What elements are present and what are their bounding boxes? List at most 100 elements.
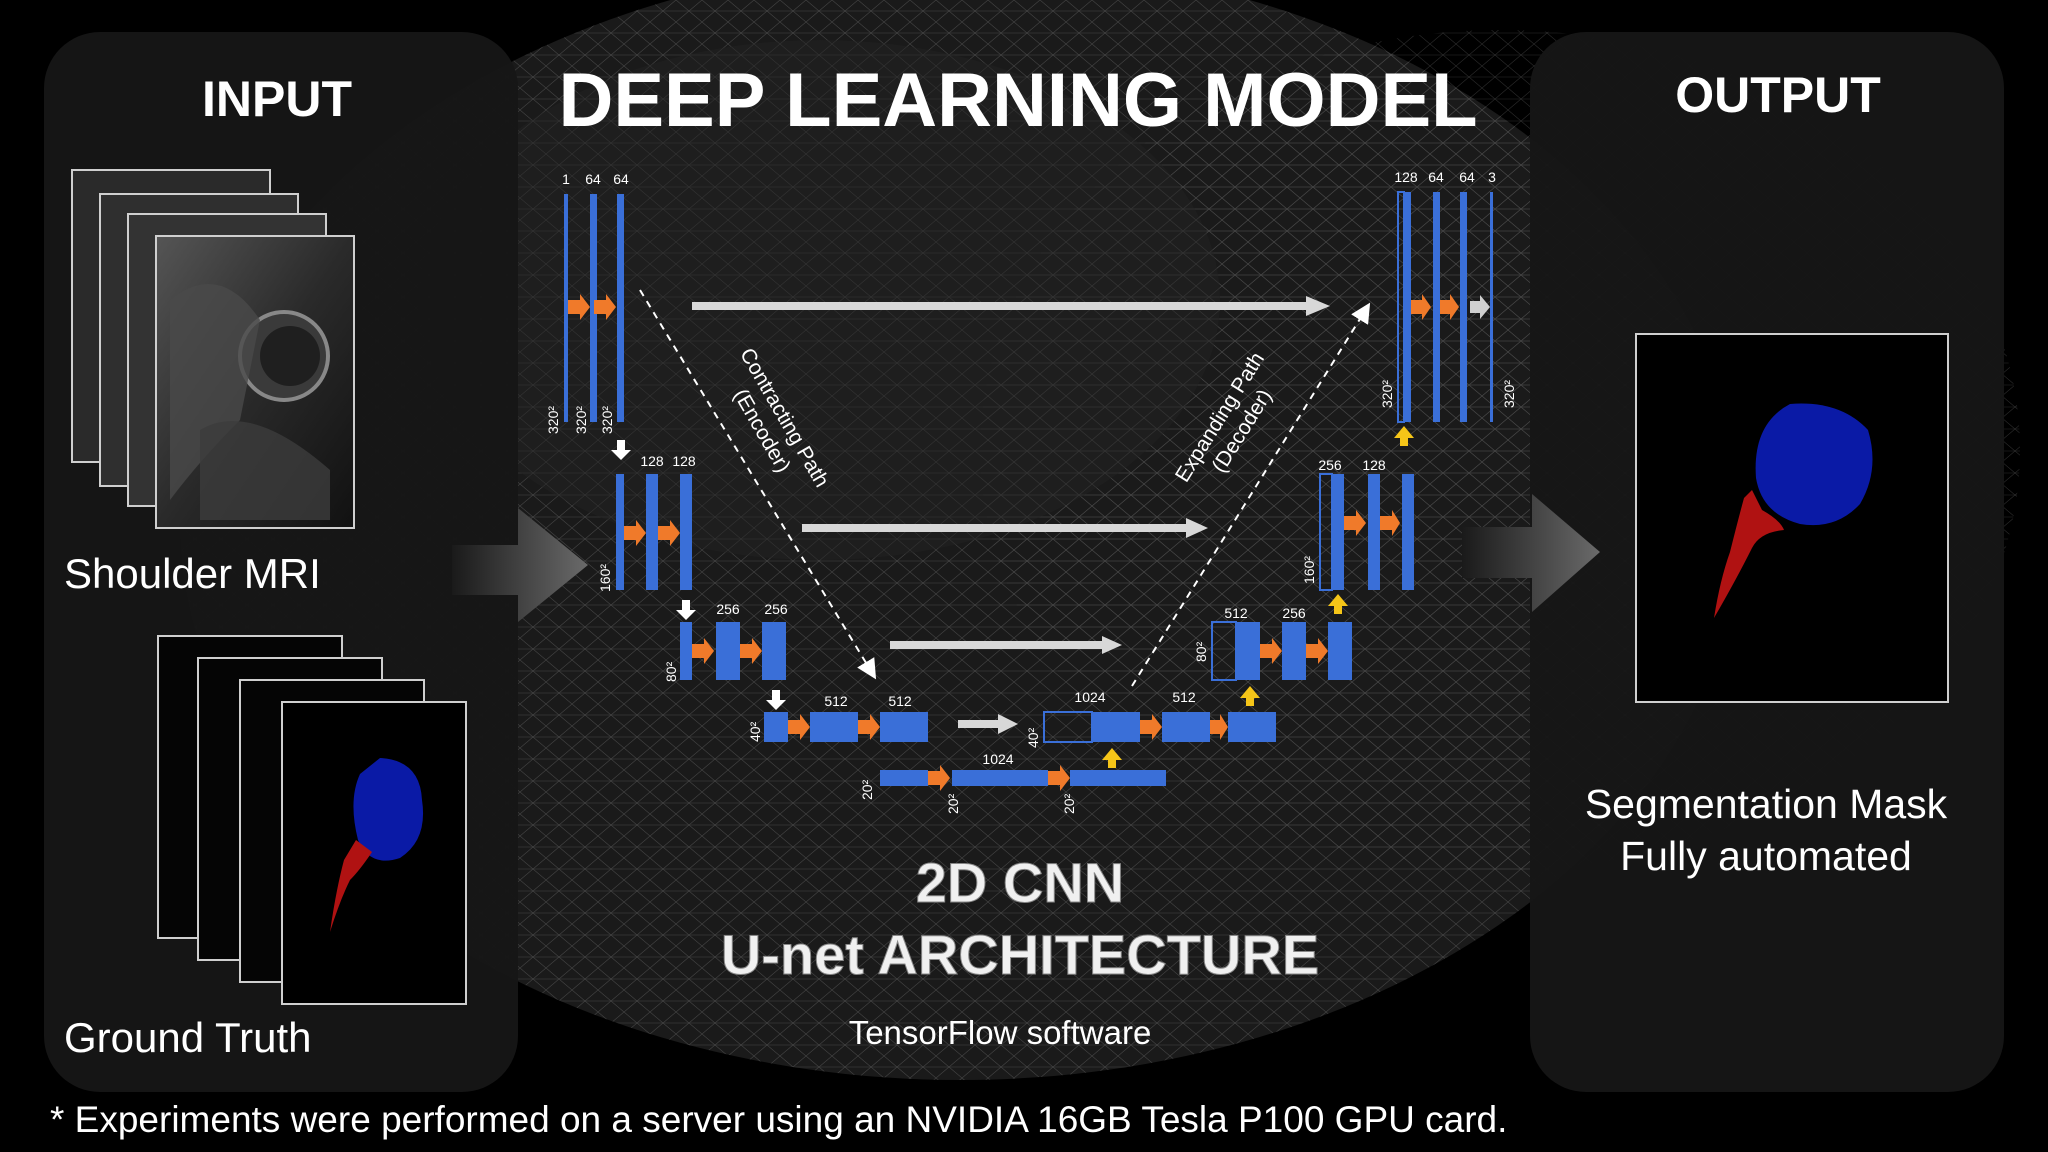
contracting-path-line <box>639 289 877 680</box>
layer-bar <box>810 712 858 742</box>
output-arrow <box>1462 494 1600 612</box>
output-heading: OUTPUT <box>1675 67 1881 123</box>
channel-label: 256 <box>1318 457 1342 473</box>
layer-bar <box>764 712 788 742</box>
conv-arrow <box>1440 294 1459 320</box>
layer-bar <box>1328 622 1352 680</box>
size-label: 20² <box>1061 793 1077 814</box>
channel-labels: 1 64 64 128 128 256 256 512 512 1024 102… <box>562 169 1496 767</box>
layer-bar <box>880 712 928 742</box>
layer-bar <box>1162 712 1210 742</box>
channel-label: 512 <box>824 693 848 709</box>
conv-arrow <box>1380 510 1400 536</box>
layer-bar <box>590 194 597 422</box>
conv-arrow <box>692 638 714 664</box>
size-labels: 320² 320² 320² 160² 80² 40² 20² 20² 20² … <box>545 380 1517 814</box>
mask-humerus-output <box>1755 403 1873 526</box>
channel-label: 256 <box>764 601 788 617</box>
input-heading: INPUT <box>202 71 352 127</box>
channel-label: 1024 <box>1074 689 1105 705</box>
architecture-line1: 2D CNN <box>916 851 1124 914</box>
layer-bar <box>762 622 786 680</box>
channel-label: 128 <box>672 453 696 469</box>
size-label: 320² <box>1501 380 1517 408</box>
channel-label: 128 <box>640 453 664 469</box>
channel-label: 512 <box>888 693 912 709</box>
upconv-arrow <box>1328 594 1348 614</box>
channel-label: 1024 <box>982 751 1013 767</box>
conv-arrow <box>568 294 590 320</box>
size-label: 40² <box>747 721 763 742</box>
channel-label: 512 <box>1224 605 1248 621</box>
mask-humerus <box>353 758 424 861</box>
size-label: 80² <box>1193 641 1209 662</box>
layer-bar <box>1402 474 1414 590</box>
upconv-arrow <box>1102 748 1122 768</box>
layer-bar <box>1460 192 1467 422</box>
layer-bar <box>680 474 692 590</box>
channel-label: 64 <box>1459 169 1475 185</box>
conv-arrow <box>1048 765 1070 791</box>
footnote: * Experiments were performed on a server… <box>50 1099 1507 1140</box>
layer-bar <box>716 622 740 680</box>
skip-arrowheads <box>998 296 1330 734</box>
size-label: 320² <box>1379 380 1395 408</box>
conv-arrow <box>1140 714 1162 740</box>
layer-bar <box>1236 622 1260 680</box>
conv-arrow <box>1344 510 1366 536</box>
layer-bar <box>1282 622 1306 680</box>
size-label: 160² <box>597 564 613 592</box>
ground-truth-stack <box>157 635 467 1005</box>
upconv-arrow <box>1394 426 1414 446</box>
conv-arrow <box>1210 714 1228 740</box>
conv-arrow <box>1306 638 1328 664</box>
size-label: 320² <box>599 406 615 434</box>
layer-bar <box>564 194 568 422</box>
layer-bar <box>1433 192 1440 422</box>
pool-arrows <box>611 440 786 710</box>
layer-bar <box>1332 474 1344 590</box>
channel-label: 64 <box>585 171 601 187</box>
skip-connections <box>692 302 1310 728</box>
conv-arrow <box>788 714 810 740</box>
mask-tendon-output <box>1714 490 1784 618</box>
layer-bar <box>1070 770 1166 786</box>
layer-bar <box>1404 192 1411 422</box>
conv-arrow <box>928 765 950 791</box>
channel-label: 64 <box>613 171 629 187</box>
channel-label: 128 <box>1362 457 1386 473</box>
slide-title: DEEP LEARNING MODEL <box>558 58 1477 143</box>
layer-bar <box>1368 474 1380 590</box>
conv-arrow <box>594 294 616 320</box>
conv-arrow <box>1411 294 1431 320</box>
channel-label: 64 <box>1428 169 1444 185</box>
size-label: 160² <box>1301 556 1317 584</box>
channel-label: 256 <box>716 601 740 617</box>
mask-tendon <box>330 840 372 932</box>
output-mask <box>1635 333 1949 703</box>
output-conv-arrow <box>1470 295 1490 319</box>
conv-arrow <box>740 638 762 664</box>
size-label: 40² <box>1025 727 1041 748</box>
output-caption-line1: Segmentation Mask <box>1585 781 1948 827</box>
layer-bar <box>616 474 624 590</box>
conv-arrow <box>624 520 646 546</box>
size-label: 20² <box>859 779 875 800</box>
channel-label: 128 <box>1394 169 1418 185</box>
channel-label: 256 <box>1282 605 1306 621</box>
conv-arrow <box>858 714 880 740</box>
software-label: TensorFlow software <box>849 1014 1152 1051</box>
pool-arrow <box>766 690 786 710</box>
ground-truth-caption: Ground Truth <box>64 1014 311 1061</box>
size-label: 320² <box>545 406 561 434</box>
layer-bar <box>952 770 1048 786</box>
architecture-line2: U-net ARCHITECTURE <box>721 923 1319 986</box>
layer-bar <box>680 622 692 680</box>
size-label: 320² <box>573 406 589 434</box>
size-label: 20² <box>945 793 961 814</box>
pool-arrow <box>611 440 631 460</box>
layer-bar <box>1490 192 1493 422</box>
upconv-arrows <box>1102 426 1414 768</box>
